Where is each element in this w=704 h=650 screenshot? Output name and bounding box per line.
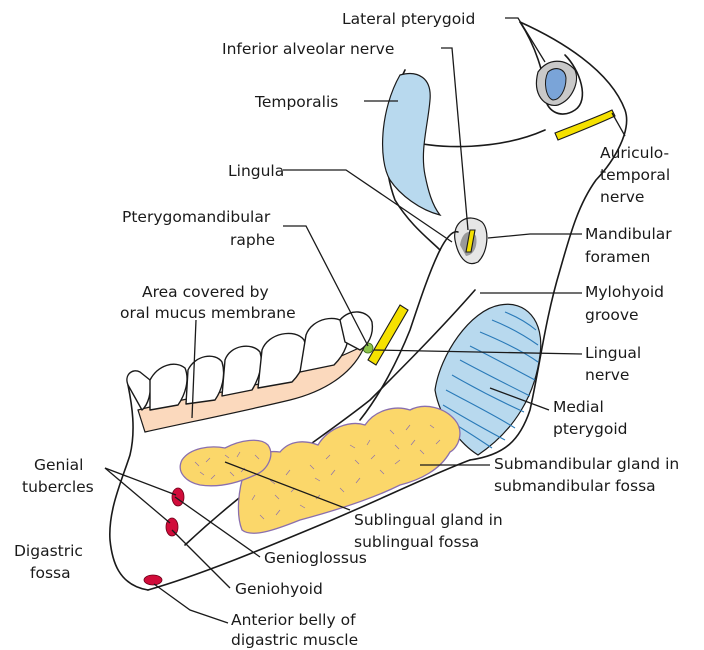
label-temporalis: Temporalis	[254, 93, 338, 111]
label-lingula: Lingula	[228, 162, 284, 180]
label-medial-pterygoid-2: pterygoid	[553, 420, 627, 438]
label-inferior-alveolar-nerve: Inferior alveolar nerve	[222, 40, 394, 58]
label-auriculotemporal-nerve-1: Auriculo-	[600, 144, 669, 162]
label-mandibular-foramen-2: foramen	[585, 248, 650, 266]
label-sublingual-gland-2: sublingual fossa	[354, 533, 479, 551]
temporalis-muscle	[383, 74, 440, 215]
label-genioglossus: Genioglossus	[264, 549, 367, 567]
label-anterior-belly-1: Anterior belly of	[231, 611, 356, 629]
label-mylohyoid-groove-2: groove	[585, 306, 639, 324]
label-auriculotemporal-nerve-3: nerve	[600, 188, 644, 206]
label-medial-pterygoid-1: Medial	[553, 398, 604, 416]
label-submandibular-gland-1: Submandibular gland in	[494, 455, 679, 473]
label-lingual-nerve-1: Lingual	[585, 344, 641, 362]
label-lateral-pterygoid: Lateral pterygoid	[342, 10, 475, 28]
label-digastric-fossa-2: fossa	[30, 564, 71, 582]
label-area-oral-mucus-2: oral mucus membrane	[120, 304, 296, 322]
label-sublingual-gland-1: Sublingual gland in	[354, 511, 503, 529]
lingual-nerve	[368, 305, 408, 365]
label-mandibular-foramen-1: Mandibular	[585, 225, 672, 243]
label-genial-tubercles-2: tubercles	[22, 478, 94, 496]
label-anterior-belly-2: digastric muscle	[231, 631, 358, 649]
label-pterygomandibular-raphe-2: raphe	[230, 231, 275, 249]
label-mylohyoid-groove-1: Mylohyoid	[585, 283, 664, 301]
tooth-incisor	[127, 371, 151, 410]
label-submandibular-gland-2: submandibular fossa	[494, 477, 656, 495]
label-pterygomandibular-raphe-1: Pterygomandibular	[122, 208, 271, 226]
label-lingual-nerve-2: nerve	[585, 366, 629, 384]
lateral-pterygoid-muscle	[536, 61, 576, 105]
label-geniohyoid: Geniohyoid	[235, 580, 323, 598]
genial-tubercle-upper	[172, 488, 184, 506]
label-genial-tubercles-1: Genial	[34, 456, 83, 474]
label-digastric-fossa-1: Digastric	[14, 542, 83, 560]
label-area-oral-mucus-1: Area covered by	[142, 283, 269, 301]
label-auriculotemporal-nerve-2: temporal	[600, 166, 670, 184]
digastric-fossa-attachment	[144, 575, 162, 585]
